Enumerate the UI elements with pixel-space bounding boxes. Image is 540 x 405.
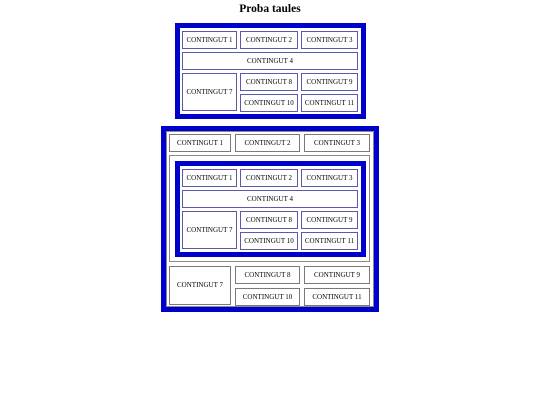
table-1-frame [175,23,366,119]
t2-cell-10: CONTINGUT 10 [235,288,300,306]
n-cell-11: CONTINGUT 11 [301,232,358,250]
n-cell-10: CONTINGUT 10 [240,232,298,250]
n-cell-4: CONTINGUT 4 [182,190,358,208]
n-cell-8: CONTINGUT 8 [240,211,298,229]
table-2-outer-frame [161,126,379,312]
t2-nested-cell [169,155,370,262]
t2-cell-7: CONTINGUT 7 [169,266,231,305]
t2-cell-8: CONTINGUT 8 [235,266,300,284]
table-2-inner-border [166,131,374,307]
t1-cell-2: CONTINGUT 2 [240,31,298,49]
t1-cell-7: CONTINGUT 7 [182,73,237,111]
t1-cell-1: CONTINGUT 1 [182,31,237,49]
t2-cell-11: CONTINGUT 11 [304,288,370,306]
t1-cell-4: CONTINGUT 4 [182,52,358,70]
n-cell-2: CONTINGUT 2 [240,169,298,187]
n-cell-1: CONTINGUT 1 [182,169,237,187]
t1-cell-11: CONTINGUT 11 [301,94,358,112]
t2-cell-3: CONTINGUT 3 [304,134,370,152]
t1-cell-9: CONTINGUT 9 [301,73,358,91]
t1-cell-10: CONTINGUT 10 [240,94,298,112]
t2-cell-2: CONTINGUT 2 [235,134,300,152]
n-cell-9: CONTINGUT 9 [301,211,358,229]
t2-cell-1: CONTINGUT 1 [169,134,231,152]
t2-cell-9: CONTINGUT 9 [304,266,370,284]
n-cell-3: CONTINGUT 3 [301,169,358,187]
page-title: Proba taules [239,3,301,15]
t1-cell-8: CONTINGUT 8 [240,73,298,91]
nested-table-frame [175,161,366,257]
t1-cell-3: CONTINGUT 3 [301,31,358,49]
n-cell-7: CONTINGUT 7 [182,211,237,249]
